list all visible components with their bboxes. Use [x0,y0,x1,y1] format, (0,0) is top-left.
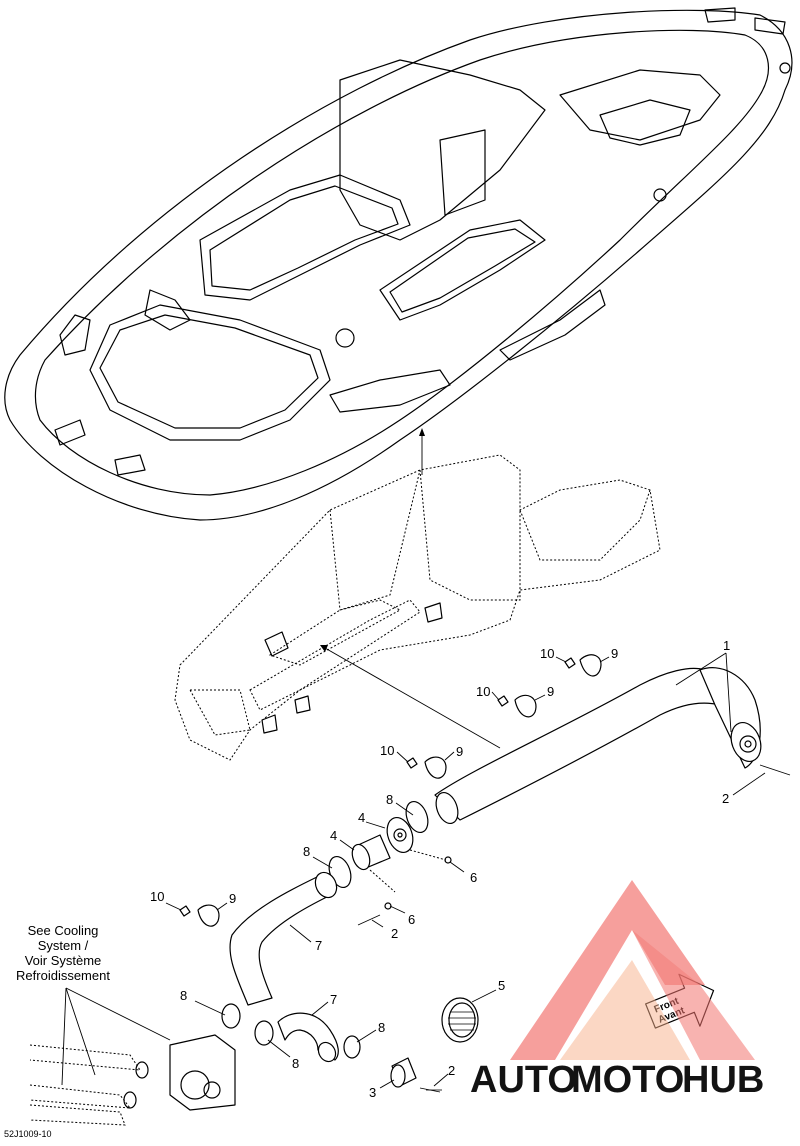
callout-10: 10 [540,646,554,661]
note-line: Voir Système [25,953,102,968]
callout-2: 2 [391,926,398,941]
outlet-fitting [390,1057,441,1093]
callout-labels: 1 2 2 2 3 4 4 5 6 6 7 7 8 8 8 8 8 9 9 9 … [150,638,730,1100]
callout-4: 4 [330,828,337,843]
callout-10: 10 [150,889,164,904]
callout-1: 1 [723,638,730,653]
callout-9: 9 [456,744,463,759]
muffler-cooling [29,1034,236,1126]
callout-2: 2 [448,1063,455,1078]
callout-10: 10 [476,684,490,699]
callout-8: 8 [292,1056,299,1071]
hull-phantom [174,454,661,761]
assembly-arrow-vertical [419,428,425,475]
automotohub-logo: AUTO MOTO HUB [470,880,764,1101]
diagram-code: 52J1009-10 [4,1129,52,1139]
callout-10: 10 [380,743,394,758]
callout-4: 4 [358,810,365,825]
callout-3: 3 [369,1085,376,1100]
grill-cover [441,997,479,1043]
note-line: Refroidissement [16,968,110,983]
callout-7: 7 [315,938,322,953]
callout-8: 8 [386,792,393,807]
callout-6: 6 [470,870,477,885]
callout-8: 8 [378,1020,385,1035]
hardware [179,654,602,1091]
note-line: System / [38,938,89,953]
assembly-arrow-diagonal [320,645,501,749]
callout-8: 8 [303,844,310,859]
note-line: See Cooling [28,923,99,938]
logo-hub: HUB [682,1059,764,1101]
callout-9: 9 [229,891,236,906]
callout-2: 2 [722,791,729,806]
callout-5: 5 [498,978,505,993]
exhaust-hose-elbow [277,1012,339,1063]
exhaust-hose-upper [229,871,338,1006]
callout-8: 8 [180,988,187,1003]
hull-deck [4,7,793,521]
cooling-system-note: See Cooling System / Voir Système Refroi… [16,923,110,983]
callout-7: 7 [330,992,337,1007]
logo-moto: MOTO [571,1059,684,1101]
callout-9: 9 [611,646,618,661]
callout-6: 6 [408,912,415,927]
callout-9: 9 [547,684,554,699]
clamps-lower [221,1003,361,1059]
logo-auto: AUTO [470,1059,577,1101]
resonator-connectors [328,800,452,910]
leader-lines [61,652,766,1089]
